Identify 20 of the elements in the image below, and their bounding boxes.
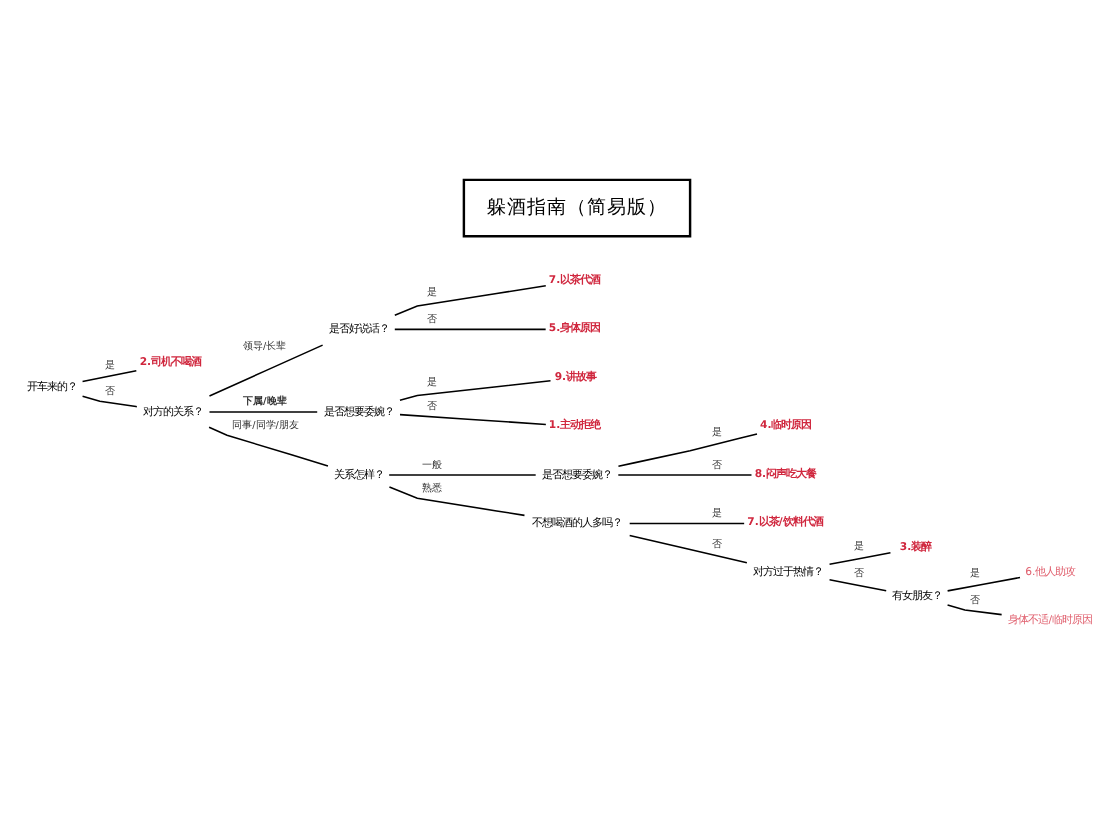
connector [828, 551, 892, 566]
connector [388, 486, 526, 517]
connector [208, 344, 324, 397]
connector [208, 411, 318, 413]
connector [399, 413, 547, 426]
connector [946, 604, 1003, 616]
node-box: 躲酒指南（简易版） [462, 178, 692, 238]
connector [617, 433, 758, 468]
connector [388, 474, 537, 476]
connector [81, 369, 138, 383]
connector [628, 534, 748, 564]
connector [394, 328, 547, 331]
connector [946, 576, 1021, 592]
connector [394, 284, 547, 316]
connector [628, 522, 745, 525]
connector [399, 379, 552, 402]
connector [828, 579, 887, 592]
connector [208, 426, 329, 467]
connector [617, 474, 753, 476]
connector [81, 395, 138, 408]
